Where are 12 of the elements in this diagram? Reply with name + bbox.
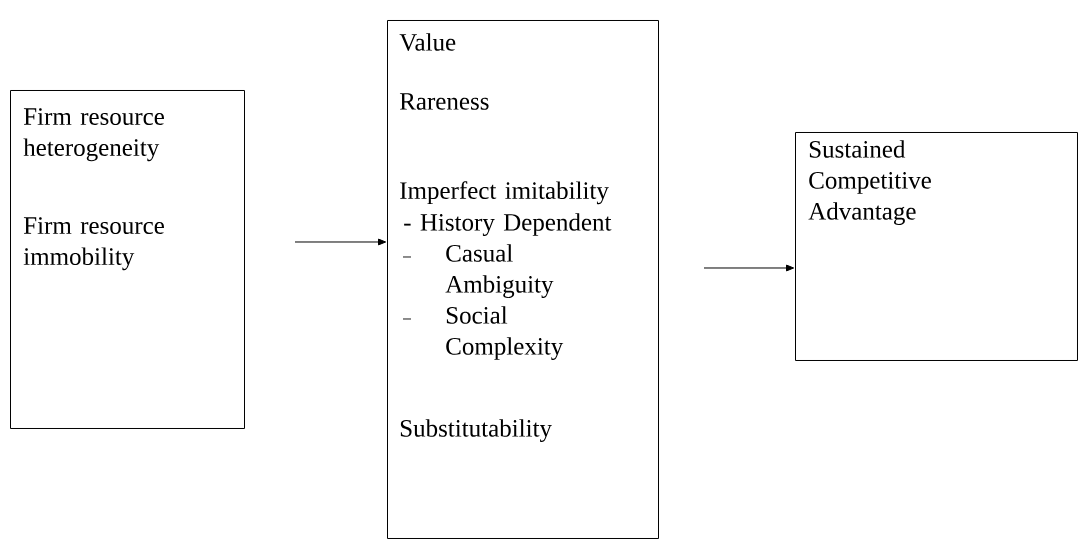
arrow bbox=[703, 264, 795, 272]
box-text: Firm resource immobility bbox=[23, 217, 164, 271]
box-text: Sustained Competitive Advantage bbox=[808, 140, 931, 225]
box-text: - History Dependent bbox=[404, 213, 612, 236]
box-text: Imperfect imitability bbox=[400, 181, 609, 205]
box-text: Rareness bbox=[399, 93, 489, 110]
box-text: Casual Ambiguity bbox=[445, 244, 554, 298]
box-text: Value bbox=[399, 33, 456, 51]
box-text: Firm resource heterogeneity bbox=[23, 108, 164, 162]
arrow bbox=[294, 238, 387, 246]
box-text: Substitutability bbox=[400, 419, 552, 442]
box-text: Social Complexity bbox=[446, 306, 564, 360]
